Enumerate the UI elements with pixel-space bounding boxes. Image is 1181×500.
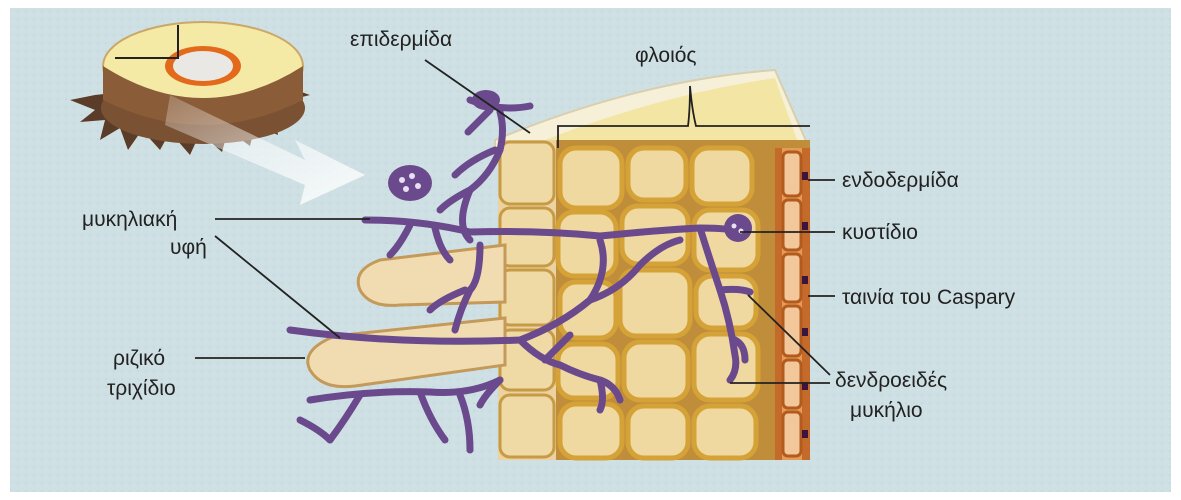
label-epidermis: επιδερμίδα	[350, 28, 452, 51]
label-arbuscule-line2: μυκήλιο	[850, 399, 923, 422]
label-vesicle: κυστίδιο	[842, 221, 918, 244]
label-arbuscule-line1: δενδροειδές	[835, 369, 947, 392]
label-root-hair-line2: τριχίδιο	[107, 377, 176, 400]
label-endodermis: ενδοδερμίδα	[842, 169, 959, 192]
label-root-hair-line1: ριζικό	[113, 347, 165, 370]
label-casparian-strip: ταινία του Caspary	[842, 286, 1016, 309]
label-hypha-line1: μυκηλιακή	[82, 208, 177, 231]
label-hypha-line2: υφή	[170, 236, 207, 259]
epidermis-cells	[500, 142, 554, 457]
label-cortex: φλοιός	[635, 44, 697, 67]
